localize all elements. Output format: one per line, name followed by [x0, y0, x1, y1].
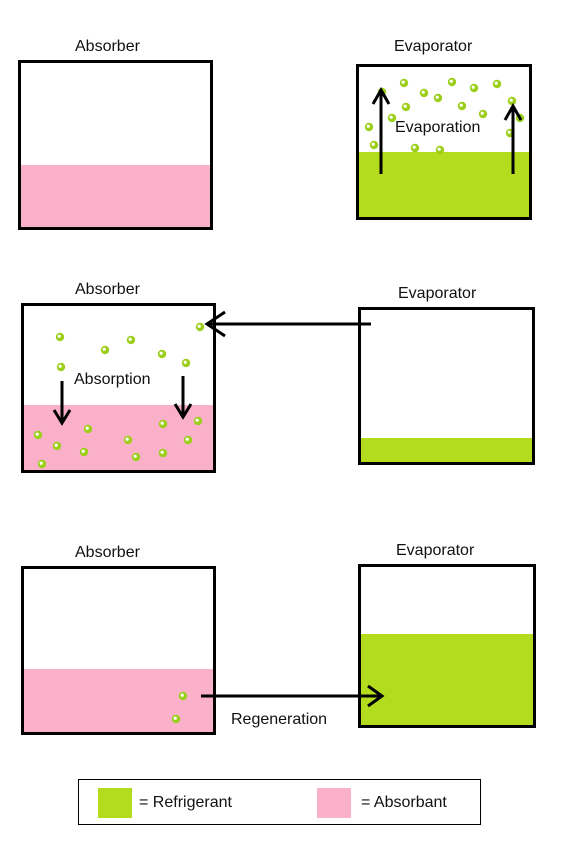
absorbant-level-2 [24, 405, 213, 470]
evaporator-tank-2 [358, 307, 535, 465]
absorber-tank-2: Absorption [21, 303, 216, 473]
process-label-absorption: Absorption [74, 371, 151, 388]
refrigerant-legend-label: = Refrigerant [139, 794, 232, 811]
evaporator-title-1: Evaporator [394, 38, 473, 55]
refrigerant-level-3 [361, 634, 533, 725]
absorbant-swatch [317, 788, 351, 818]
refrigerant-level-1 [359, 152, 529, 217]
legend: = Refrigerant = Absorbant [78, 779, 481, 825]
regeneration-arrow [201, 684, 385, 708]
absorber-tank-1 [18, 60, 213, 230]
process-label-evaporation: Evaporation [395, 119, 481, 136]
absorbant-level-3 [24, 669, 213, 732]
absorbant-legend-label: = Absorbant [361, 794, 447, 811]
absorbant-level-1 [21, 165, 210, 227]
process-label-regeneration: Regeneration [231, 711, 328, 728]
refrigerant-swatch [98, 788, 132, 818]
evaporator-tank-1: Evaporation [356, 64, 532, 220]
absorber-title-1: Absorber [75, 38, 140, 55]
absorber-title-2: Absorber [75, 281, 140, 298]
absorber-tank-3 [21, 566, 216, 735]
evaporator-tank-3 [358, 564, 536, 728]
evaporator-title-3: Evaporator [396, 542, 475, 559]
evaporator-title-2: Evaporator [398, 285, 477, 302]
refrigerant-level-2 [361, 438, 532, 462]
absorber-title-3: Absorber [75, 544, 140, 561]
